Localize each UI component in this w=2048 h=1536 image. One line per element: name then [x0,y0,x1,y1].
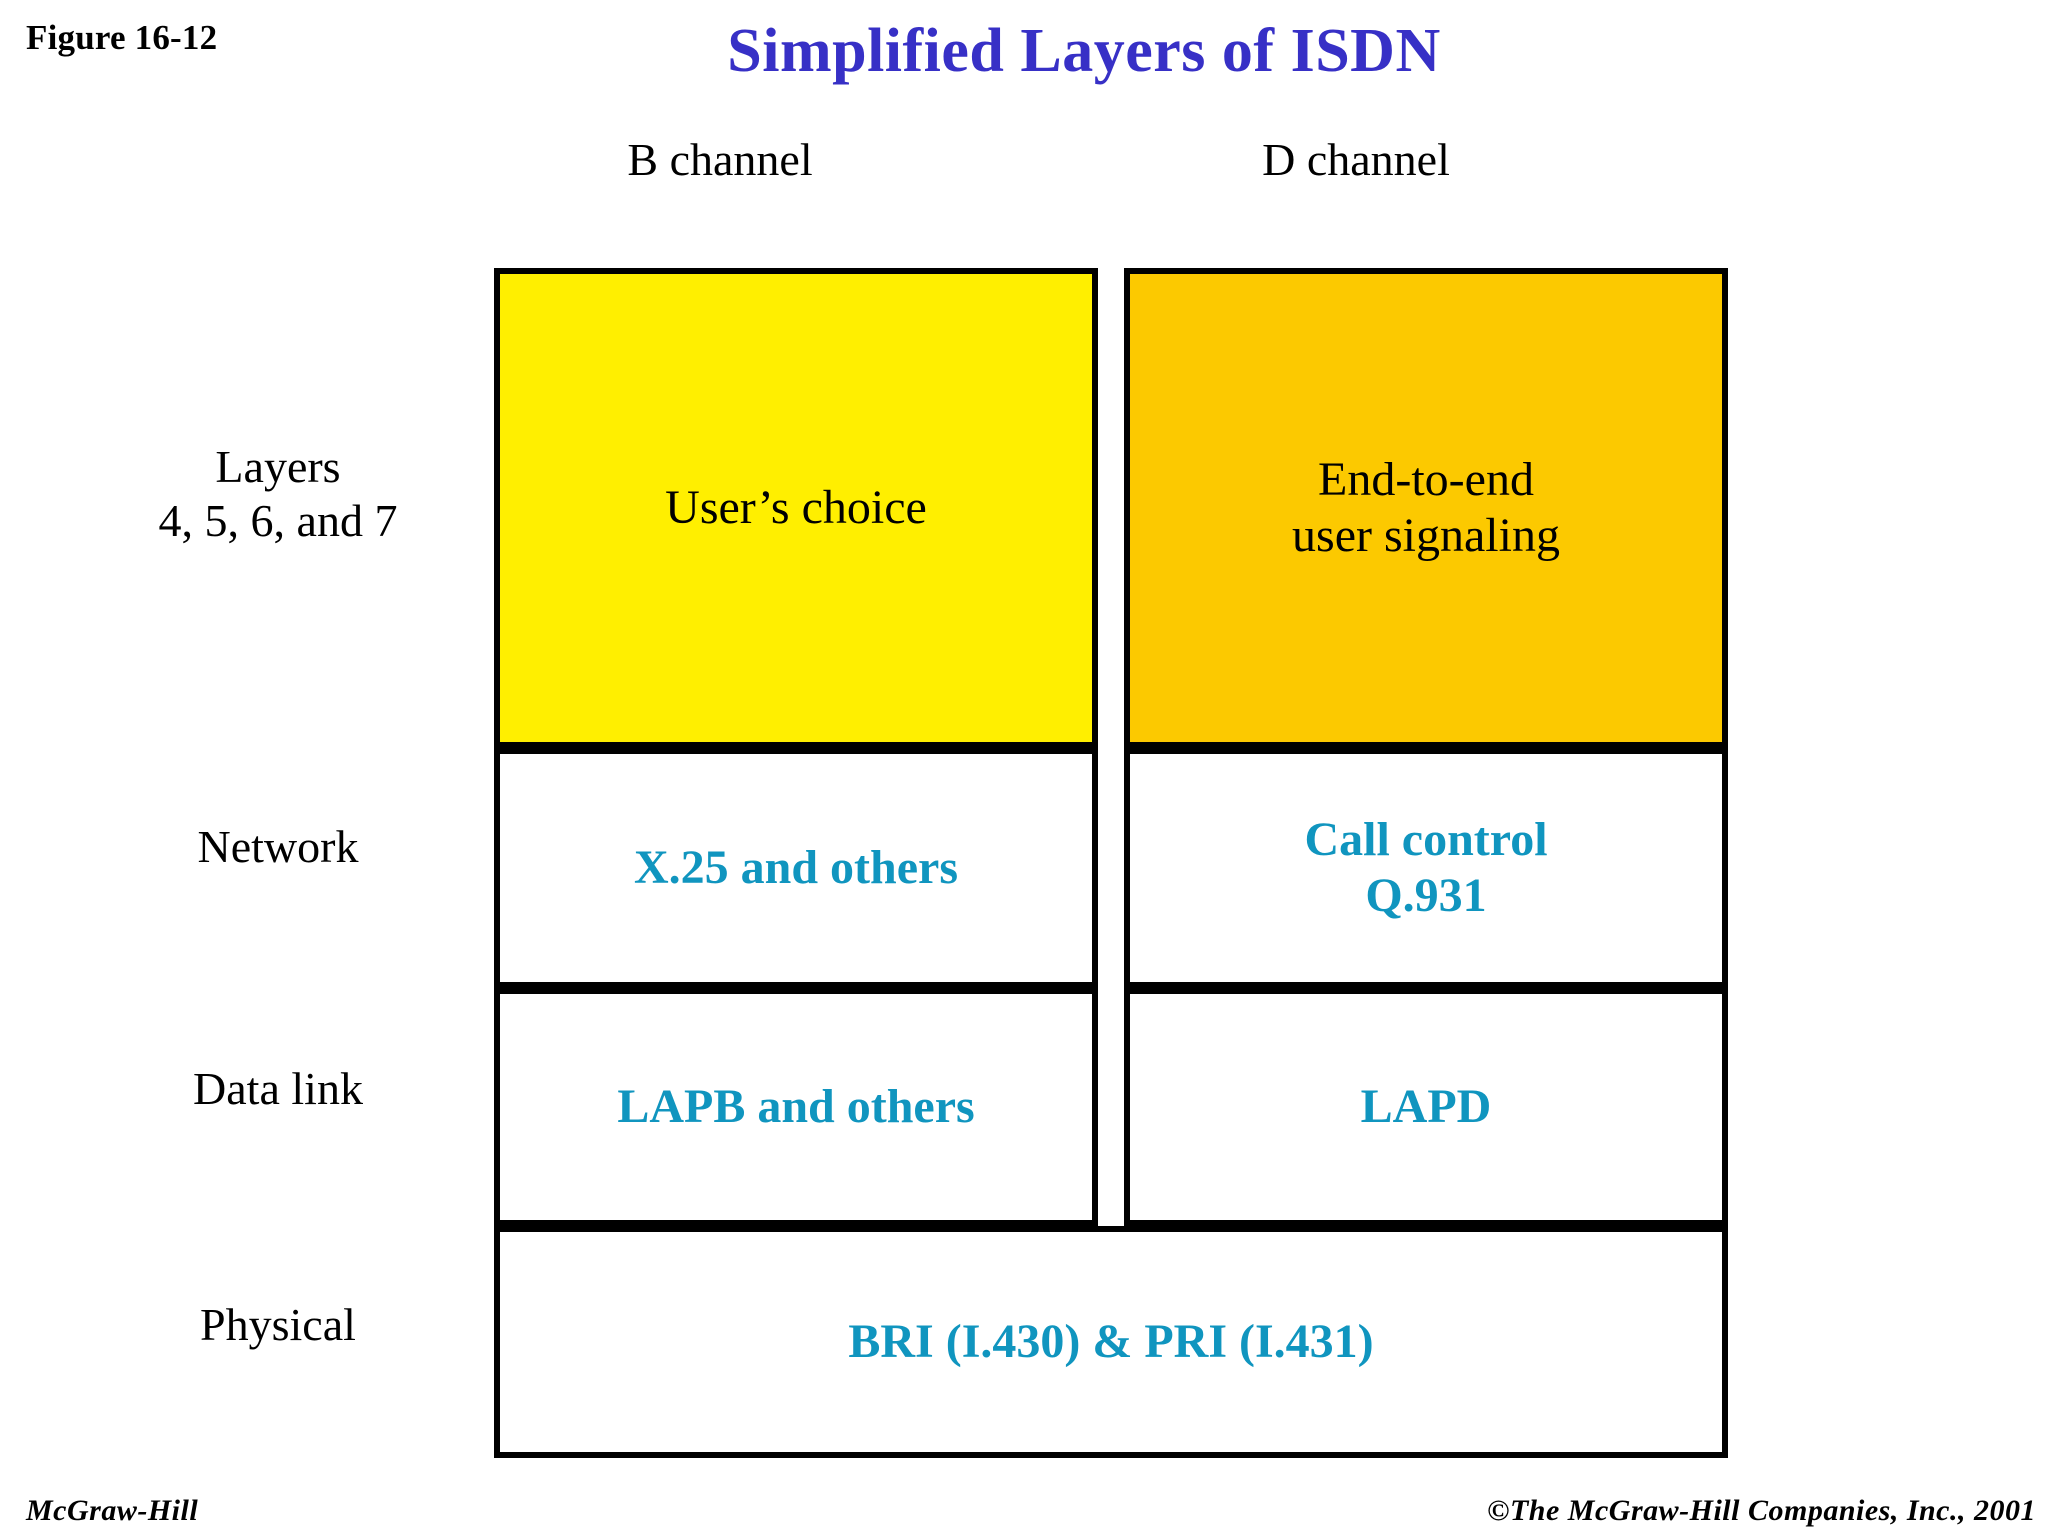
cell-physical-layer-text: BRI (I.430) & PRI (I.431) [848,1315,1374,1369]
cell-d-channel-data-link: LAPD [1124,988,1728,1226]
column-header-b-channel: B channel [627,134,813,185]
cell-b-channel-data-link: LAPB and others [494,988,1098,1226]
cell-b-channel-network: X.25 and others [494,748,1098,988]
column-header-d-channel: D channel [1262,134,1450,185]
cell-d-channel-data-link-text: LAPD [1360,1080,1492,1134]
footer-copyright-right: ©The McGraw-Hill Companies, Inc., 2001 [1487,1494,2036,1527]
cell-d-channel-network: Call control Q.931 [1124,748,1728,988]
row-label-data-link: Data link [193,1063,363,1114]
cell-b-channel-upper-layers: User’s choice [494,268,1098,748]
footer-publisher-left: McGraw-Hill [26,1494,199,1527]
figure-label: Figure 16-12 [26,18,218,57]
cell-b-channel-data-link-text: LAPB and others [617,1080,975,1134]
cell-physical-layer: BRI (I.430) & PRI (I.431) [494,1226,1728,1458]
cell-b-channel-upper-layers-text: User’s choice [665,481,927,535]
row-label-upper-layers: Layers 4, 5, 6, and 7 [158,441,398,547]
cell-d-channel-network-text: Call control Q.931 [1304,813,1548,922]
row-label-network: Network [197,821,359,872]
cell-d-channel-upper-layers-text: End-to-end user signaling [1292,453,1560,562]
page-title: Simplified Layers of ISDN [727,17,1441,85]
cell-d-channel-upper-layers: End-to-end user signaling [1124,268,1728,748]
cell-b-channel-network-text: X.25 and others [633,841,959,895]
row-label-physical: Physical [200,1299,356,1350]
